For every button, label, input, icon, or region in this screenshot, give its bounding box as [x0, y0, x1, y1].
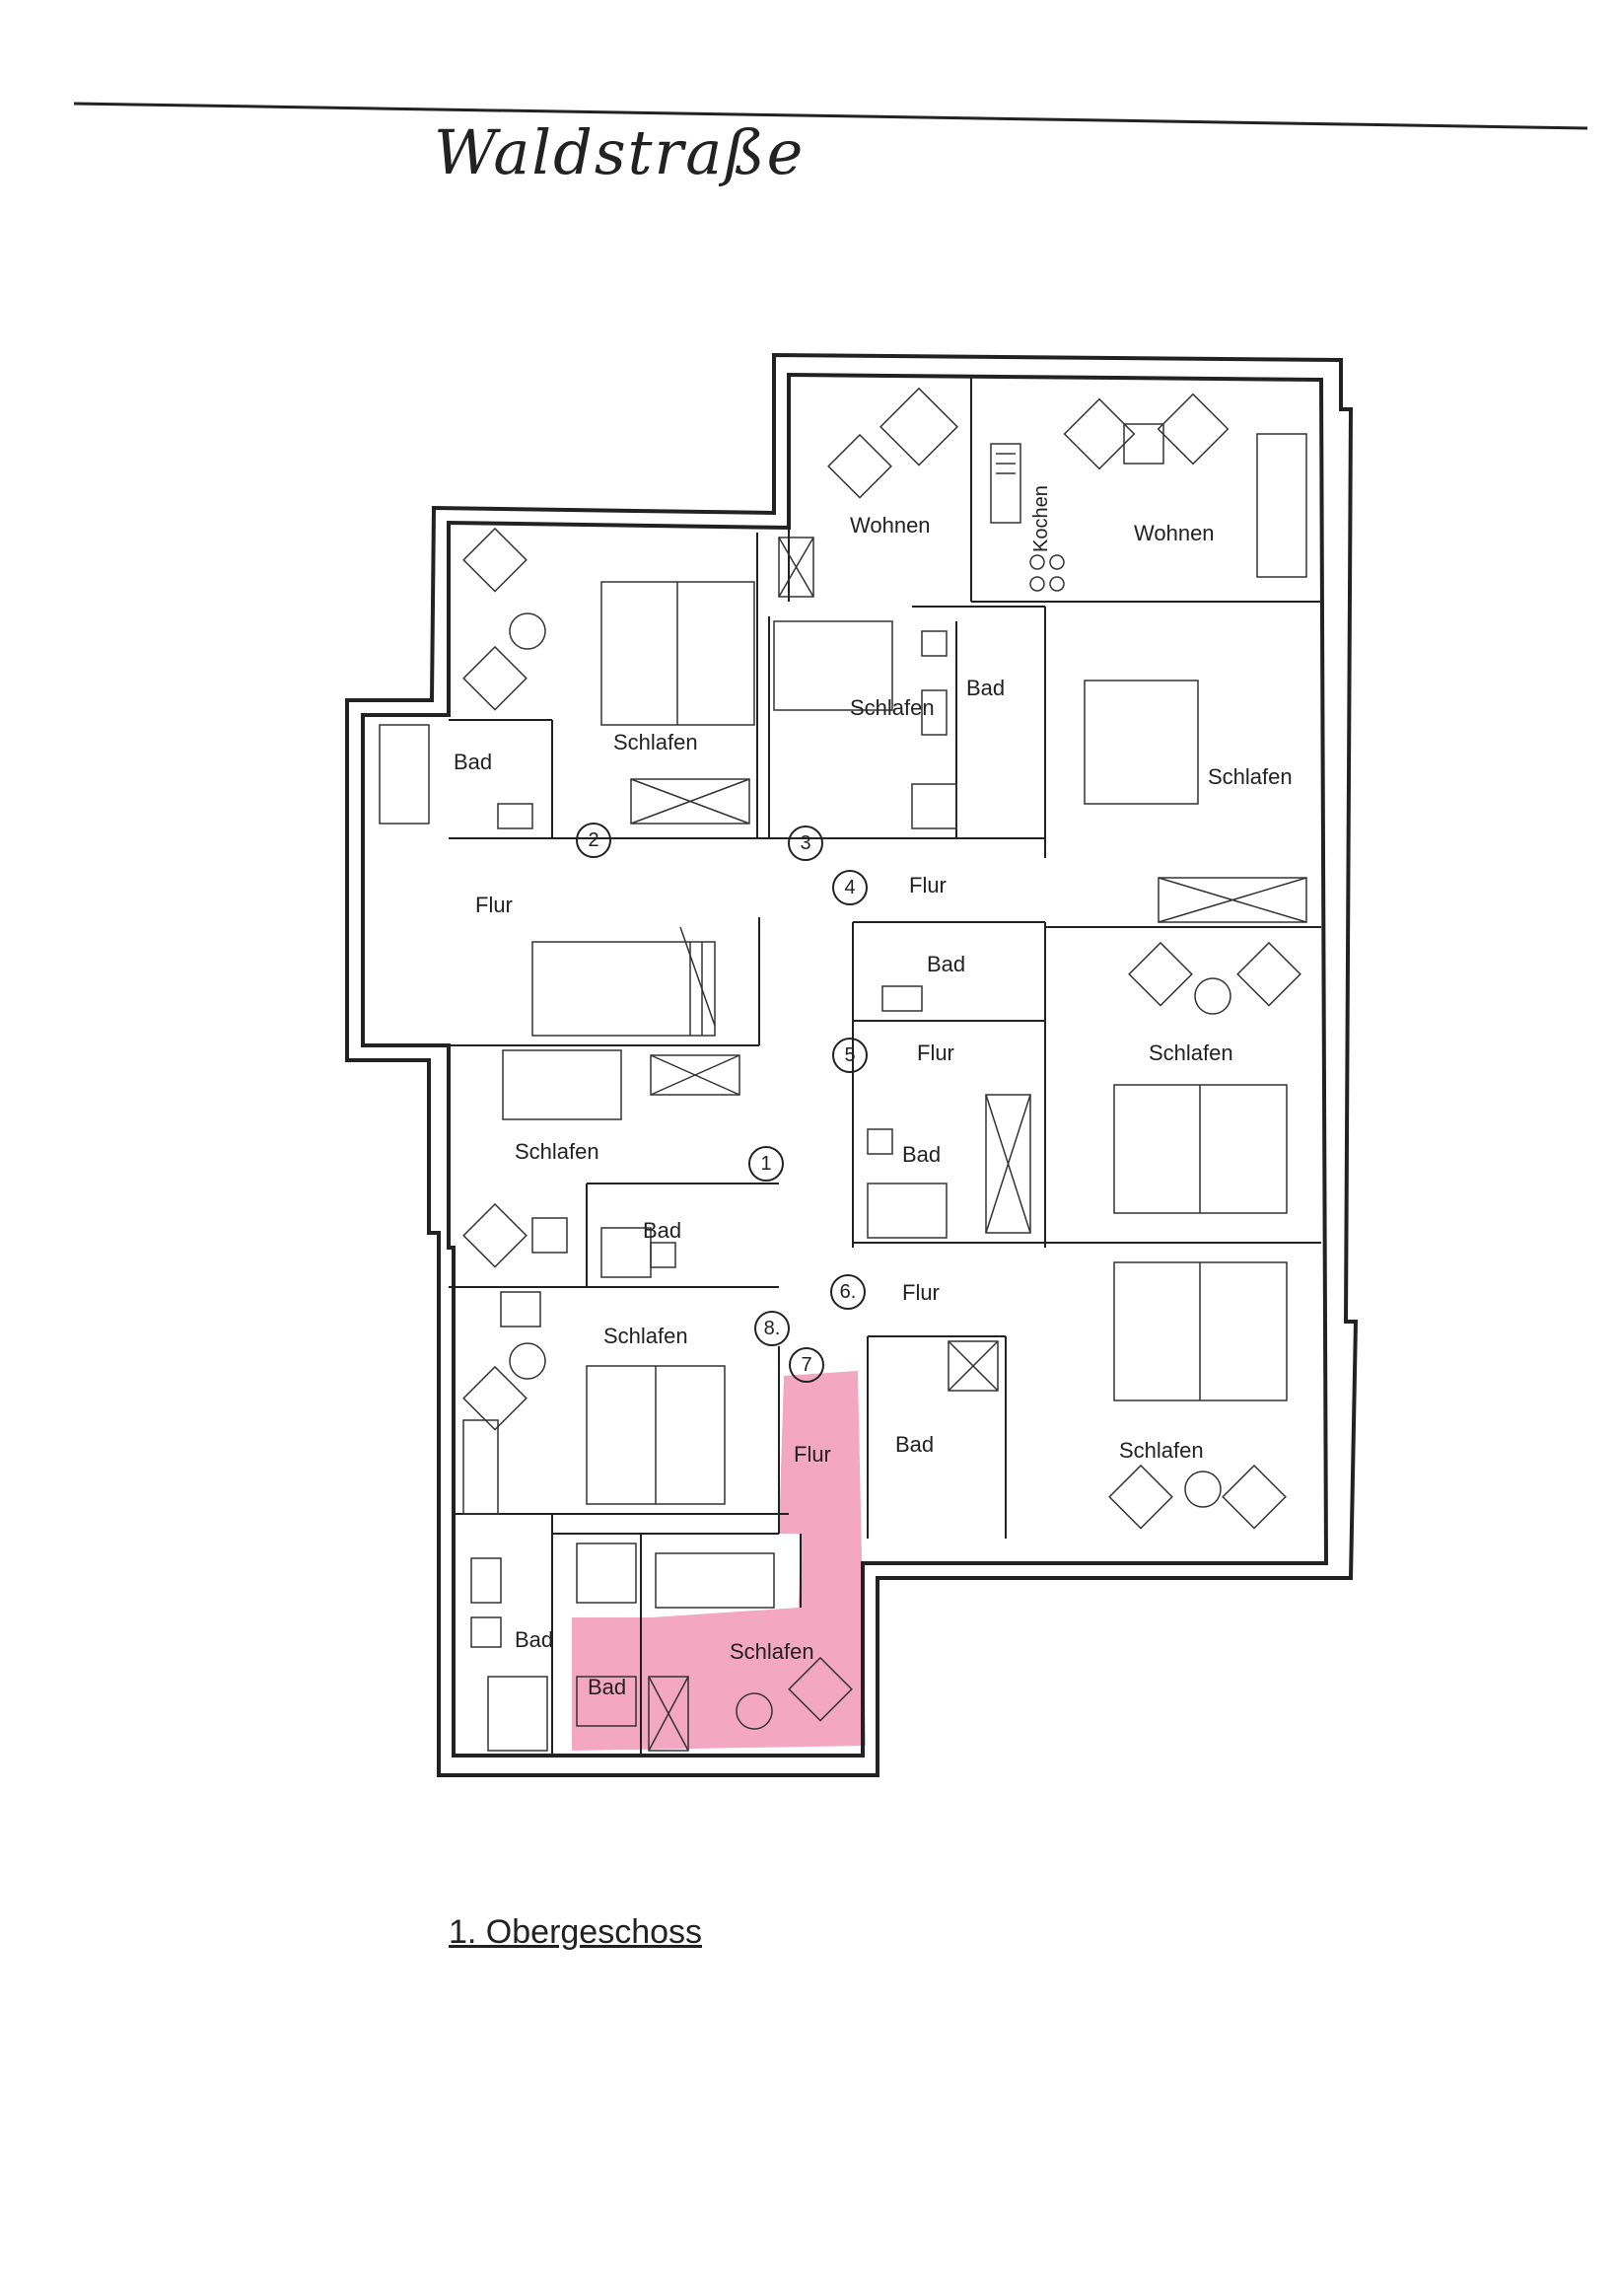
svg-text:1: 1	[760, 1153, 771, 1175]
room-label-flur-6: Flur	[902, 1280, 940, 1305]
room-label-bad-1: Bad	[643, 1218, 681, 1243]
svg-text:3: 3	[800, 832, 810, 854]
outer-walls	[345, 352, 1359, 1777]
room-label-flur-5: Flur	[917, 1040, 954, 1065]
room-label-bad-8: Bad	[515, 1627, 553, 1652]
highlighted-unit	[572, 1371, 866, 1751]
unit-number-2: 2	[576, 823, 611, 858]
room-label-schlafen-1: Schlafen	[515, 1139, 599, 1164]
room-label-wohnen-3: Wohnen	[850, 513, 931, 538]
top-rule	[73, 102, 1588, 130]
svg-text:8.: 8.	[764, 1318, 781, 1339]
svg-text:5: 5	[844, 1044, 855, 1066]
svg-text:7: 7	[801, 1354, 811, 1376]
room-label-flur-7: Flur	[794, 1442, 831, 1467]
floor-label: 1. Obergeschoss	[449, 1913, 703, 1951]
room-label-bad-2: Bad	[454, 750, 492, 774]
svg-text:6.: 6.	[840, 1281, 857, 1303]
room-label-wohnen-4: Wohnen	[1134, 521, 1215, 545]
room-label-schlafen-7: Schlafen	[730, 1639, 814, 1664]
room-labels: Wohnen Wohnen Kochen Schlafen Bad Schlaf…	[454, 485, 1293, 1699]
unit-number-4: 4	[832, 870, 868, 905]
room-label-schlafen-5: Schlafen	[1149, 1040, 1233, 1065]
unit-number-6: 6.	[830, 1274, 866, 1310]
room-label-flur-1: Flur	[475, 893, 513, 917]
room-label-schlafen-8: Schlafen	[603, 1324, 688, 1348]
room-label-bad-6: Bad	[895, 1432, 934, 1457]
room-label-flur-4: Flur	[909, 873, 947, 897]
unit-number-8: 8.	[754, 1311, 790, 1346]
room-label-bad-7: Bad	[588, 1675, 626, 1699]
room-label-bad-4: Bad	[927, 952, 965, 976]
svg-text:4: 4	[844, 877, 855, 898]
furniture	[379, 387, 1307, 1752]
unit-number-markers: 1 2 3 4 5 6. 7 8.	[576, 823, 868, 1383]
room-label-schlafen-4: Schlafen	[1208, 764, 1293, 789]
svg-text:2: 2	[588, 829, 598, 851]
unit-number-5: 5	[832, 1038, 868, 1073]
room-label-schlafen-3: Schlafen	[850, 695, 935, 720]
interior-walls	[449, 375, 1321, 1756]
room-label-bad-5: Bad	[902, 1142, 941, 1167]
unit-number-3: 3	[788, 825, 823, 861]
page-title: Waldstraße	[434, 116, 806, 188]
room-label-schlafen-2: Schlafen	[613, 730, 698, 754]
room-label-kochen: Kochen	[1030, 485, 1052, 552]
room-label-schlafen-6: Schlafen	[1119, 1438, 1204, 1463]
unit-number-1: 1	[748, 1146, 784, 1182]
room-label-bad-3: Bad	[966, 676, 1005, 700]
unit-number-7: 7	[789, 1347, 824, 1383]
